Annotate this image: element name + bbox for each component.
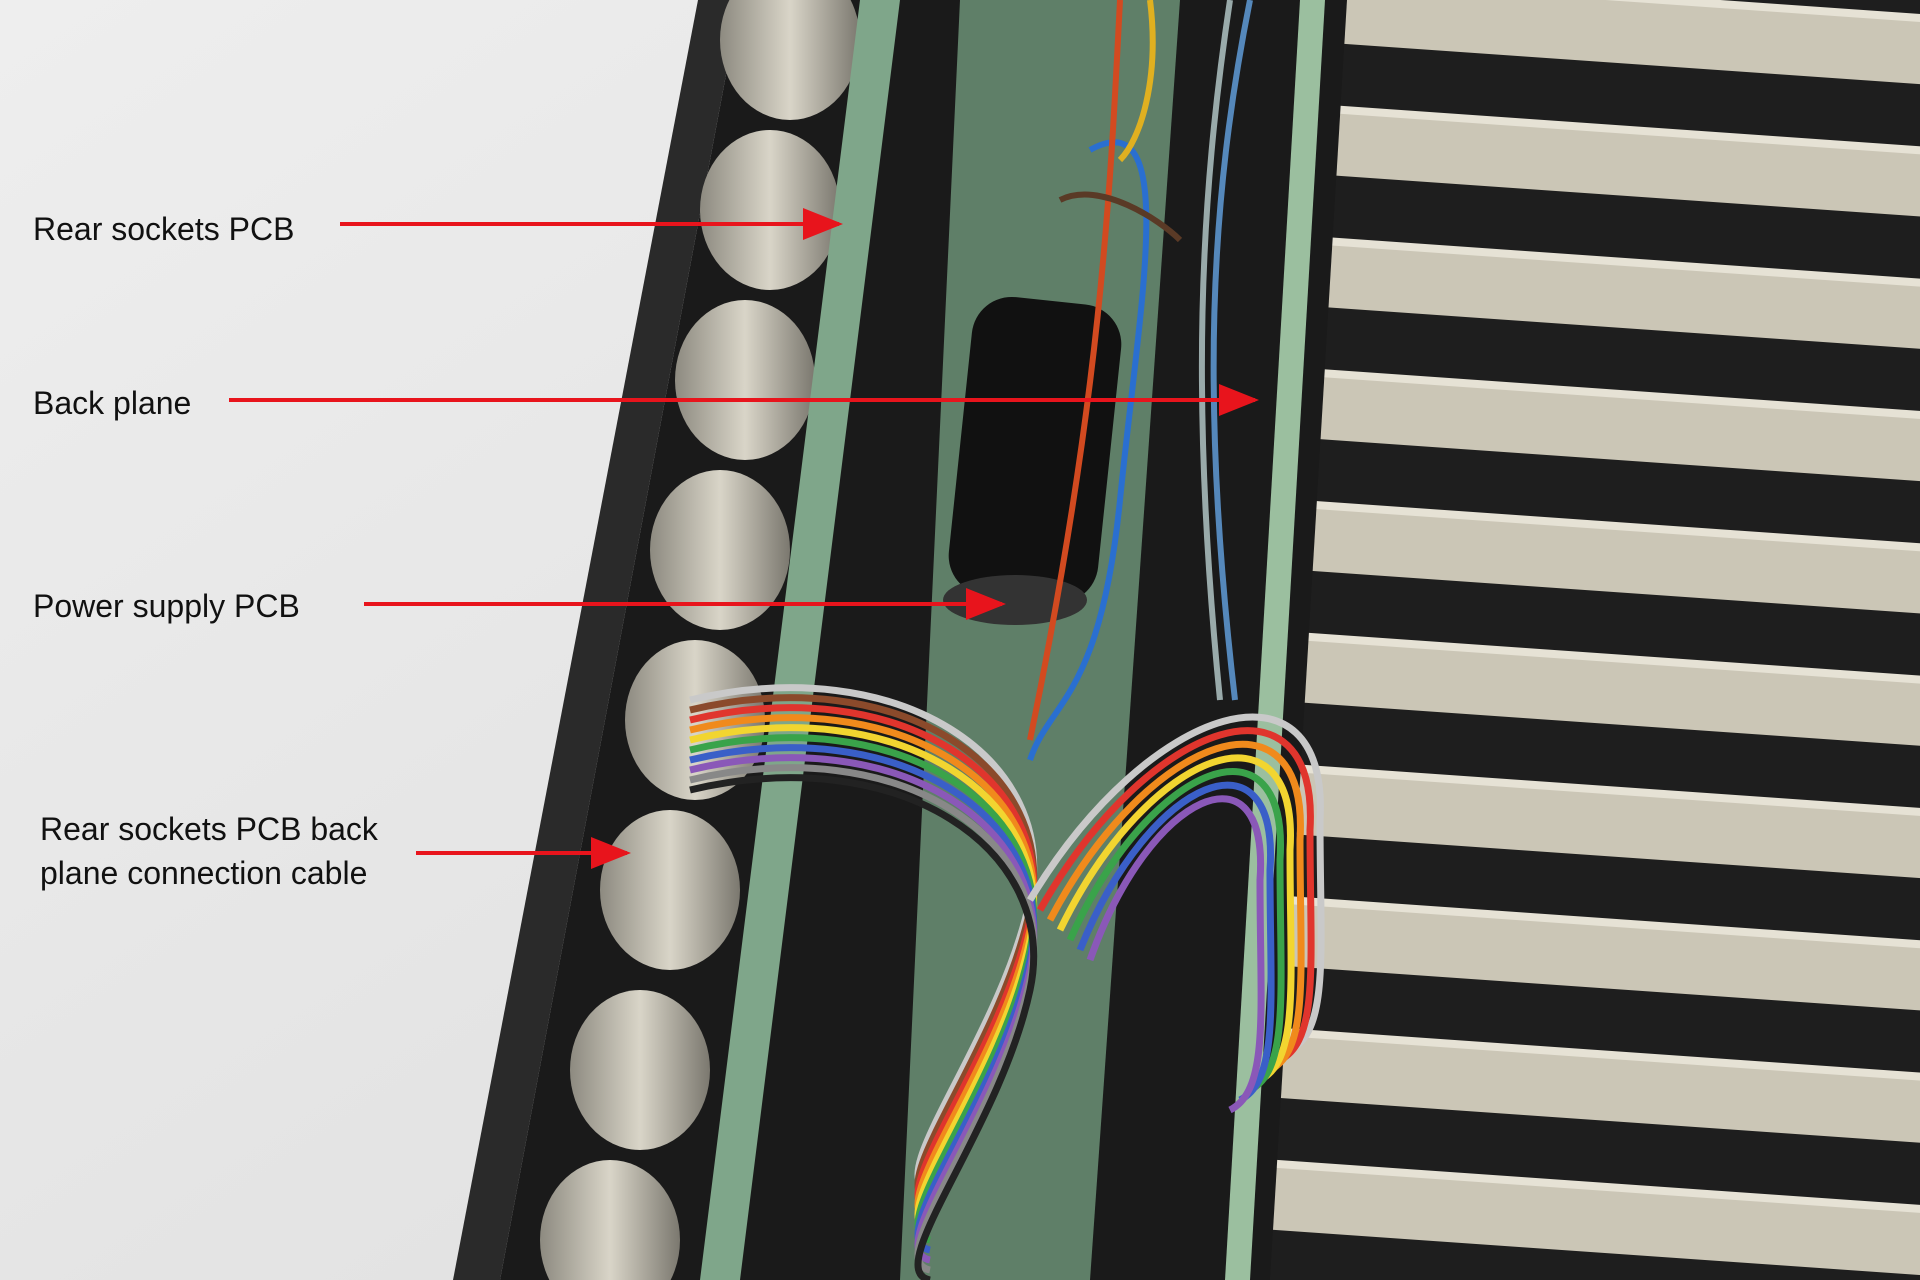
label-connection-cable-line2: plane connection cable — [40, 855, 368, 891]
label-back-plane: Back plane — [33, 385, 192, 421]
label-rear-sockets-pcb: Rear sockets PCB — [33, 211, 295, 247]
label-power-supply-pcb: Power supply PCB — [33, 588, 300, 624]
back-plane — [1225, 0, 1325, 1280]
heatsink — [1270, 0, 1920, 1280]
rear-sockets-pcb — [700, 0, 900, 1280]
ribbon-cable — [689, 684, 1325, 1280]
label-connection-cable-line1: Rear sockets PCB back — [40, 811, 378, 847]
chassis-side — [453, 0, 740, 1280]
